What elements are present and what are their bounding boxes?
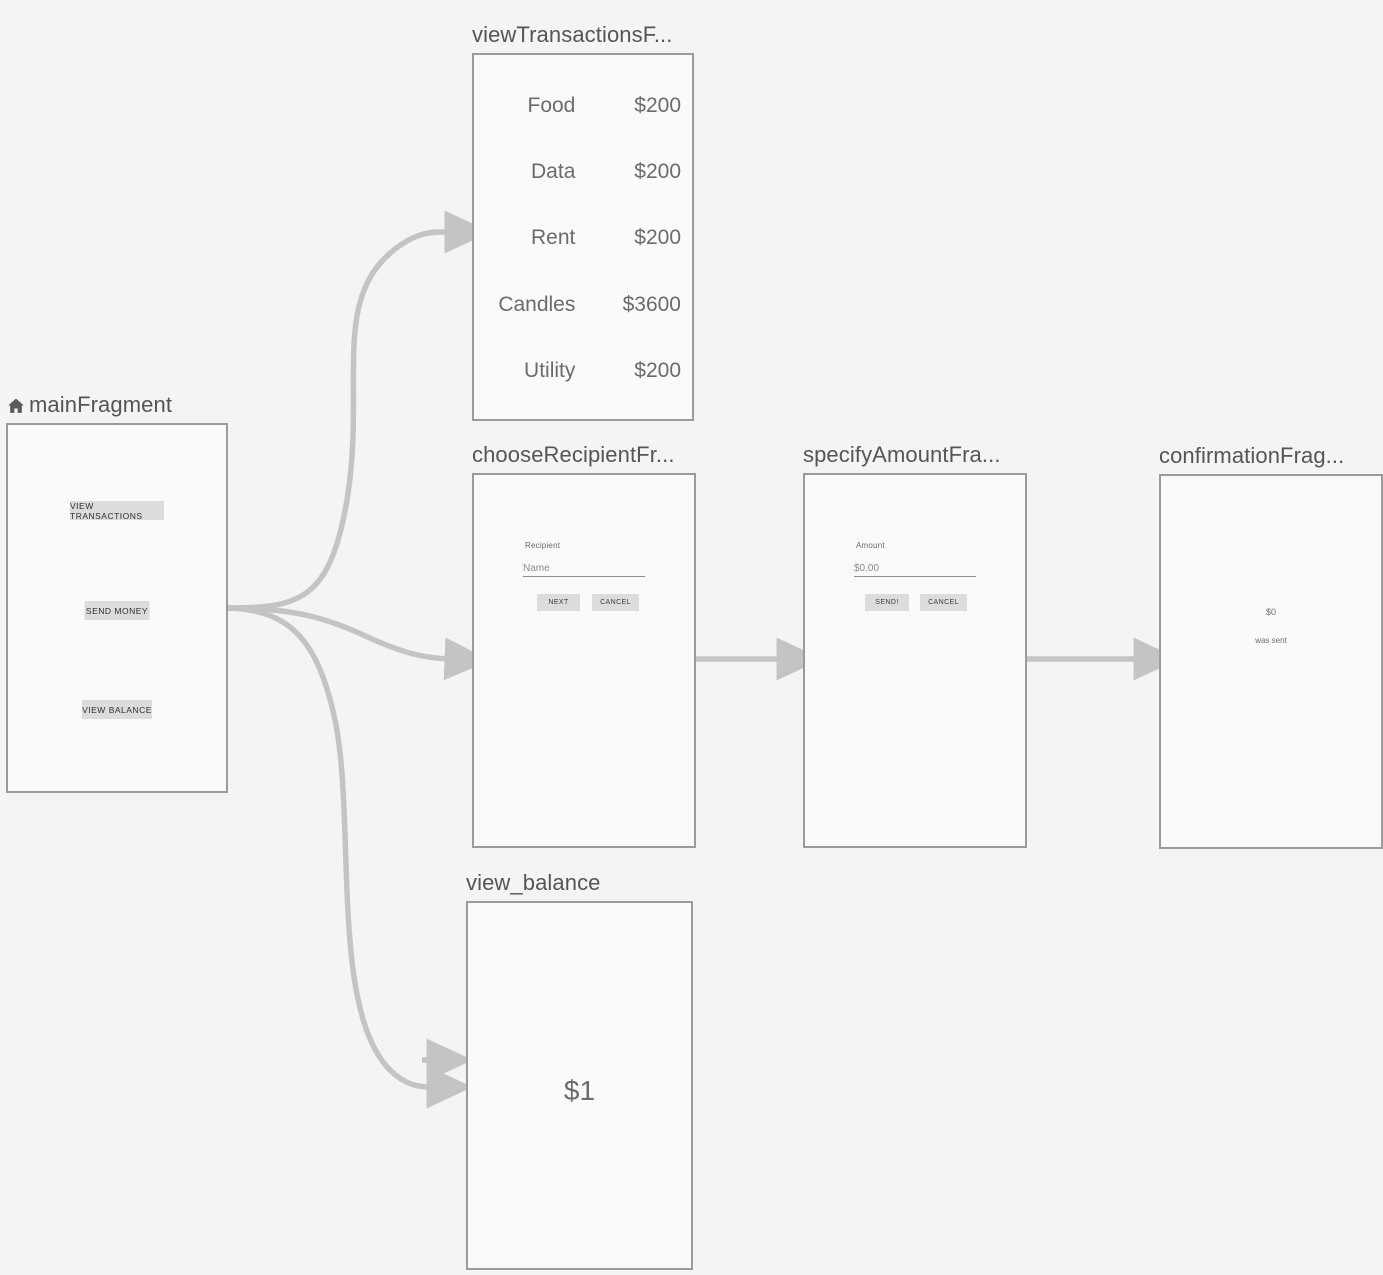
node-choose-recipient-fragment[interactable]: chooseRecipientFr... Recipient Name NEXT… [472,442,696,848]
transaction-amount: $200 [634,226,681,249]
send-button[interactable]: SEND! [865,594,909,611]
transaction-row: Rent $200 [474,226,692,250]
balance-amount: $1 [563,1075,596,1106]
node-title-text: viewTransactionsF... [472,22,673,47]
view-transactions-button[interactable]: VIEW TRANSACTIONS [70,501,164,521]
main-fragment-frame[interactable]: VIEW TRANSACTIONS SEND MONEY VIEW BALANC… [6,423,228,793]
node-title-text: view_balance [466,870,601,895]
transaction-row: Candles $3600 [474,293,692,317]
node-title-choose-recipient: chooseRecipientFr... [472,442,675,473]
choose-recipient-frame[interactable]: Recipient Name NEXT CANCEL [472,473,696,848]
amount-input-placeholder: $0.00 [854,563,880,574]
node-specify-amount-fragment[interactable]: specifyAmountFra... Amount $0.00 SEND! C… [803,442,1027,848]
send-money-button[interactable]: SEND MONEY [84,601,150,620]
transaction-row: Utility $200 [474,359,692,383]
node-title-text: mainFragment [29,392,173,417]
transaction-row: Data $200 [474,160,692,184]
node-title-main-fragment: mainFragment [6,392,172,423]
edge-main-to-view-balance [225,605,473,1109]
node-title-specify-amount: specifyAmountFra... [803,442,1001,473]
transaction-amount: $200 [634,359,681,382]
edge-main-to-view-transactions [225,210,491,611]
amount-label: Amount [856,541,885,550]
node-view-balance-fragment[interactable]: view_balance $1 [466,870,693,1270]
node-view-transactions-fragment[interactable]: viewTransactionsF... Food $200 Data $200… [472,22,694,421]
node-title-text: specifyAmountFra... [803,442,1001,467]
edge-main-to-choose-recipient [225,605,491,681]
transaction-label: Candles [498,293,576,316]
node-title-view-balance: view_balance [466,870,601,901]
recipient-input[interactable]: Name [523,559,645,577]
view-balance-button[interactable]: VIEW BALANCE [82,700,152,719]
view-transactions-frame[interactable]: Food $200 Data $200 Rent $200 Candles $3… [472,53,694,421]
transaction-label: Rent [531,226,576,249]
transaction-label: Utility [524,359,576,382]
cancel-button[interactable]: CANCEL [592,594,639,611]
node-title-text: confirmationFrag... [1159,443,1345,468]
specify-amount-frame[interactable]: Amount $0.00 SEND! CANCEL [803,473,1027,848]
node-title-view-transactions: viewTransactionsF... [472,22,672,53]
transaction-amount: $200 [634,94,681,117]
node-confirmation-fragment[interactable]: confirmationFrag... $0 was sent [1159,443,1383,849]
home-icon [6,396,26,416]
next-button[interactable]: NEXT [537,594,580,611]
cancel-button[interactable]: CANCEL [920,594,967,611]
view-balance-frame[interactable]: $1 [466,901,693,1270]
transaction-amount: $200 [634,160,681,183]
transaction-label: Food [527,94,576,117]
node-main-fragment[interactable]: mainFragment VIEW TRANSACTIONS SEND MONE… [6,392,228,793]
recipient-label: Recipient [525,541,561,550]
recipient-input-placeholder: Name [523,563,550,574]
transaction-label: Data [531,160,576,183]
transaction-amount: $3600 [622,293,681,316]
confirmation-frame[interactable]: $0 was sent [1159,474,1383,849]
confirmation-message: was sent [1255,636,1287,645]
amount-input[interactable]: $0.00 [854,559,976,577]
node-title-text: chooseRecipientFr... [472,442,675,467]
confirmation-amount: $0 [1265,607,1276,617]
transaction-row: Food $200 [474,94,692,118]
node-title-confirmation: confirmationFrag... [1159,443,1344,474]
